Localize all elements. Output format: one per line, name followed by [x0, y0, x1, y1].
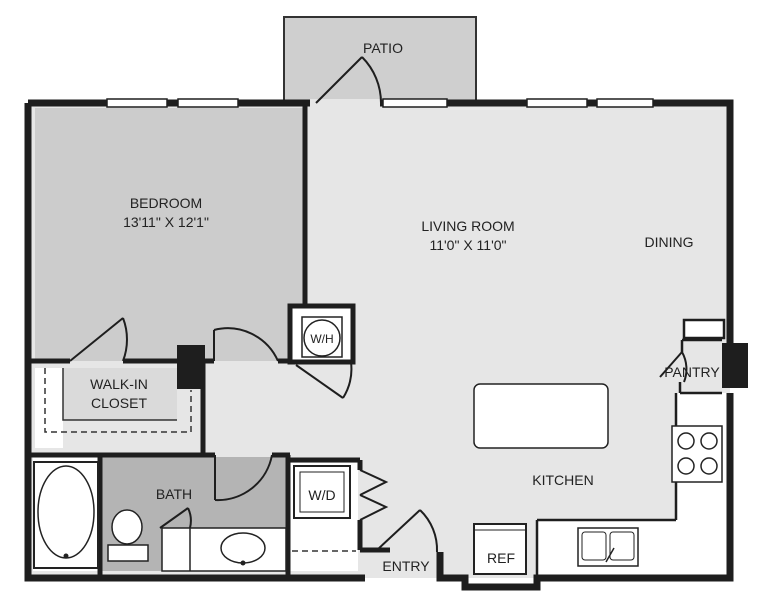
- water-heater-label: W/H: [310, 332, 334, 346]
- closet-floor: [63, 368, 177, 420]
- closet-rods: [62, 368, 177, 421]
- toilet-tank: [107, 544, 149, 562]
- living-room-label: LIVING ROOM: [421, 218, 515, 234]
- stove-burners: [677, 432, 718, 475]
- closet-pillar: [177, 345, 205, 389]
- tub-drain: [63, 553, 69, 559]
- water-heater-tank: [303, 319, 341, 357]
- toilet-bowl: [111, 509, 143, 545]
- bath-faucet: [240, 560, 246, 566]
- bedroom-floor: [35, 108, 303, 361]
- windows: [106, 98, 654, 108]
- pantry-pillar: [722, 343, 748, 388]
- bedroom-label: BEDROOM: [129, 195, 203, 211]
- patio-label: PATIO: [363, 40, 403, 56]
- refrigerator-label: REF: [487, 550, 515, 566]
- washer-dryer-label: W/D: [308, 487, 336, 503]
- bedroom-size: 13'11" X 12'1": [123, 214, 209, 230]
- doors: [69, 56, 688, 553]
- dining-label: DINING: [644, 234, 694, 250]
- pantry-label: PANTRY: [664, 364, 720, 380]
- washer-dryer-inner: [299, 471, 345, 513]
- closet-shelves: [44, 368, 192, 433]
- bath-label: BATH: [155, 486, 193, 502]
- refrigerator: [473, 523, 527, 575]
- entry-label: ENTRY: [382, 558, 430, 574]
- sink-basin-left: [581, 531, 607, 561]
- kitchen-island: [473, 383, 609, 449]
- bath-sink: [220, 532, 266, 564]
- sink-basin-right: [609, 531, 635, 561]
- closet-white: [35, 368, 63, 448]
- outer-walls: [24, 99, 734, 591]
- kitchen-label: KITCHEN: [532, 472, 594, 488]
- pantry-walls: [535, 318, 726, 578]
- closet-label-line1: WALK-IN: [90, 376, 148, 392]
- closet-label-line2: CLOSET: [90, 395, 148, 411]
- bathtub-basin: [37, 465, 95, 559]
- sink-faucet: [605, 547, 615, 563]
- living-room-size: 11'0" X 11'0": [429, 237, 507, 253]
- patio-door-gap: [310, 99, 380, 107]
